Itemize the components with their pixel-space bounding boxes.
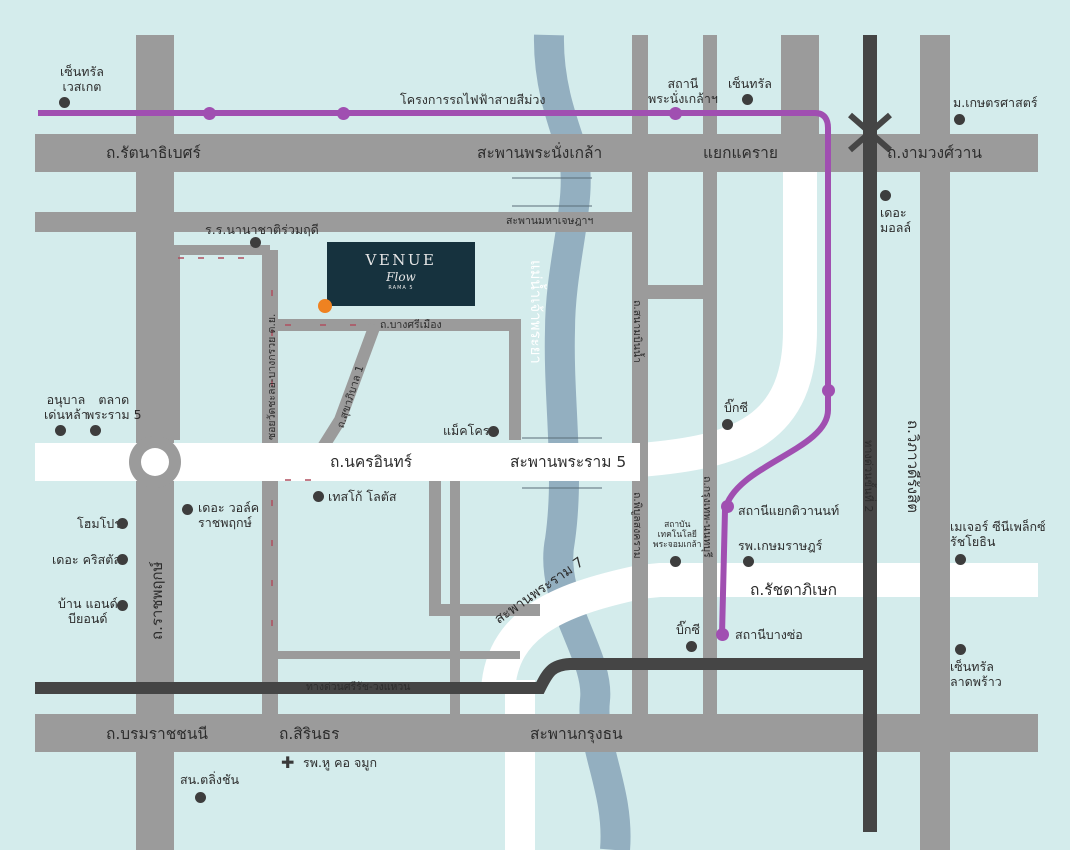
place-dot-taling-chan (195, 792, 206, 803)
station-dot-tiwanon (721, 500, 734, 513)
road-label-si-rat-expressway: ทางด่วนศรีรัช-วงแหวน (306, 681, 411, 693)
place-bigc-rama5: บิ๊กซี (724, 400, 748, 415)
road-label-krung-thep-nonthaburi: ถ.กรุงเทพ-นนทบุรี (701, 476, 713, 558)
road-label-rama5-bridge: สะพานพระราม 5 (510, 453, 627, 471)
road-label-sanam-bin-nam: ถ.สนามบินน้ำ (631, 300, 643, 364)
roads (35, 35, 1038, 850)
place-ent-hospital: รพ.หู คอ จมูก (303, 755, 378, 770)
station-dot-bang-son (716, 628, 729, 641)
station-dot-khae-rai (822, 384, 835, 397)
place-dot-ptt-institute (670, 556, 681, 567)
place-kasetsart: ม.เกษตรศาสตร์ (953, 95, 1038, 110)
project-logo: VENUE Flow RAMA 5 (327, 242, 475, 306)
road-label-khae-rai: แยกแคราย (703, 144, 778, 162)
place-dot-central-westgate (59, 97, 70, 108)
place-dot-crystal (117, 554, 128, 565)
place-school: ร.ร.นานาชาติร่วมฤดี (205, 222, 319, 237)
place-dot-bigc-bangso (686, 641, 697, 652)
place-dot-kasetsart (954, 114, 965, 125)
road-label-expressway-2: ทางด่วนขั้นที่ 2 (862, 440, 875, 513)
road-label-ratchaphruek: ถ.ราชพฤกษ์ (148, 561, 166, 640)
logo-main-text: VENUE (365, 251, 437, 269)
place-dot-kasemrad (743, 556, 754, 567)
place-kasemrad: รพ.เกษมราษฎร์ (738, 538, 823, 553)
project-location-marker (318, 299, 332, 313)
place-kindergarten: อนุบาล เด่นหล้า (44, 392, 88, 422)
place-central-ladprao: เซ็นทรัล ลาดพร้าว (950, 659, 1002, 689)
place-dot-makro (488, 426, 499, 437)
place-dot-homepro (117, 518, 128, 529)
road-label-ratchadaphisek: ถ.รัชดาภิเษก (750, 581, 838, 599)
road-label-phra-nang-klao-bridge: สะพานพระนั่งเกล้า (477, 144, 603, 162)
road-label-vibhavadi: ถ.วิภาวดีรังสิต (904, 420, 922, 514)
road-label-rattanathibet: ถ.รัตนาธิเบศร์ (106, 144, 201, 162)
logo-script-text: Flow (386, 270, 416, 284)
place-ptt-institute: สถาบัน เทคโนโลยี พระจอมเกล้า (653, 520, 702, 550)
place-central-westgate: เซ็นทรัล เวสเกต (60, 64, 104, 94)
place-walk-ratchaphruek: เดอะ วอล์ค ราชพฤกษ์ (198, 500, 260, 530)
logo-sub-text: RAMA 5 (388, 285, 414, 291)
road-label-maha-chesada: สะพานมหาเจษฎาฯ (506, 215, 594, 227)
station-dot-1 (203, 107, 216, 120)
place-bigc-bangso: บิ๊กซี (676, 622, 700, 637)
road-label-phibun-songkhram: ถ.พิบูลสงคราม (631, 492, 643, 559)
station-dot-2 (337, 107, 350, 120)
highway-white-2 (638, 170, 817, 477)
road-label-nakhon-in: ถ.นครอินทร์ (330, 453, 413, 471)
road-label-borommaratchachonnani: ถ.บรมราชชนนี (106, 725, 208, 743)
place-dot-central-rattanathibet (742, 94, 753, 105)
place-dot-school (250, 237, 261, 248)
road-label-wat-chalo: ซอยวัดชะลอ-บางกรวย ต.ย. (266, 313, 278, 440)
road-label-river: แม่น้ำเจ้าพระยา (527, 260, 545, 364)
route-arrows (178, 257, 356, 626)
purple-line-label: โครงการรถไฟฟ้าสายสีม่วง (400, 92, 546, 107)
station-label-nonthaburi: สถานี พระนั่งเกล้าฯ (648, 76, 718, 106)
place-taling-chan: สน.ตลิ่งชัน (180, 772, 240, 787)
place-dot-the-mall (880, 190, 891, 201)
place-dot-kindergarten (55, 425, 66, 436)
place-central-rattanathibet: เซ็นทรัล (728, 76, 772, 91)
station-dot-nonthaburi (669, 107, 682, 120)
station-label-tiwanon: สถานีแยกติวานนท์ (738, 503, 840, 518)
purple-line (38, 110, 831, 636)
place-dot-major-cineplex (955, 554, 966, 565)
place-dot-central-ladprao (955, 644, 966, 655)
place-tesco: เทสโก้ โลตัส (328, 489, 397, 504)
place-dot-walk (182, 504, 193, 515)
place-crystal: เดอะ คริสตัล (52, 552, 122, 567)
road-label-krung-thon-bridge: สะพานกรุงธน (530, 725, 623, 743)
place-major-cineplex: เมเจอร์ ซีนีเพล็กซ์ รัชโยธิน (950, 519, 1046, 549)
place-talad-rama5: ตลาด พระราม 5 (86, 392, 142, 422)
place-homepro: โฮมโปร (77, 516, 121, 531)
place-dot-talad-rama5 (90, 425, 101, 436)
place-the-mall: เดอะ มอลล์ (880, 205, 912, 235)
place-baan-beyond: บ้าน แอนด์ บียอนด์ (58, 596, 118, 626)
road-label-sirindhorn: ถ.สิรินธร (279, 725, 340, 743)
hospital-cross-icon: ✚ (281, 753, 295, 772)
si-rat-expressway (35, 658, 870, 694)
road-label-bang-si-mueang: ถ.บางศรีเมือง (380, 319, 442, 331)
road-label-ngamwongwan: ถ.งามวงศ์วาน (887, 144, 982, 162)
place-dot-bigc-rama5 (722, 419, 733, 430)
place-dot-tesco (313, 491, 324, 502)
place-dot-baan-beyond (117, 600, 128, 611)
place-makro: แม็คโคร (443, 423, 490, 438)
station-label-bang-son: สถานีบางซ่อ (735, 627, 803, 642)
